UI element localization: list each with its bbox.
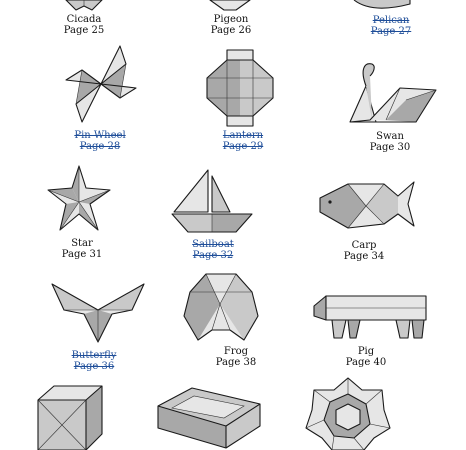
pin-wheel-illustration: [64, 44, 138, 124]
model-page-cicada: Page 25: [63, 25, 105, 36]
caption-cicada: Cicada Page 25: [64, 14, 104, 36]
swan-illustration: [346, 60, 438, 126]
caption-lantern[interactable]: Lantern Page 29: [223, 130, 263, 152]
model-name-pigeon: Pigeon: [213, 14, 249, 25]
model-page-pig: Page 40: [345, 357, 387, 368]
star-illustration: [46, 164, 112, 234]
sailboat-illustration: [170, 168, 254, 234]
model-page-swan: Page 30: [369, 142, 411, 153]
caption-pelican[interactable]: Pelican Page 27: [371, 15, 411, 37]
model-page-pin-wheel[interactable]: Page 28: [79, 141, 121, 152]
model-page-pelican[interactable]: Page 27: [370, 26, 412, 37]
model-page-sailboat[interactable]: Page 32: [192, 250, 234, 261]
cube-illustration: [36, 384, 104, 450]
model-name-butterfly[interactable]: Butterfly: [71, 350, 117, 361]
cicada-illustration: [62, 0, 106, 12]
model-name-lantern[interactable]: Lantern: [222, 130, 264, 141]
model-page-pigeon: Page 26: [210, 25, 252, 36]
pig-illustration: [312, 292, 430, 342]
model-name-cicada: Cicada: [66, 14, 102, 25]
model-name-frog: Frog: [223, 346, 249, 357]
model-name-swan: Swan: [376, 131, 404, 142]
lantern-illustration: [205, 49, 275, 128]
model-name-carp: Carp: [351, 240, 377, 251]
caption-pig: Pig Page 40: [346, 346, 386, 368]
wreath-illustration: [304, 376, 392, 450]
butterfly-illustration: [50, 282, 146, 344]
model-page-butterfly[interactable]: Page 36: [73, 361, 115, 372]
caption-butterfly[interactable]: Butterfly Page 36: [72, 350, 117, 372]
caption-frog: Frog Page 38: [216, 346, 256, 368]
caption-pin-wheel[interactable]: Pin Wheel Page 28: [74, 130, 125, 152]
model-page-frog: Page 38: [215, 357, 257, 368]
model-name-pin-wheel[interactable]: Pin Wheel: [74, 130, 126, 141]
pigeon-illustration: [208, 0, 252, 12]
caption-carp: Carp Page 34: [344, 240, 384, 262]
model-page-lantern[interactable]: Page 29: [222, 141, 264, 152]
model-page-carp: Page 34: [343, 251, 385, 262]
caption-swan: Swan Page 30: [370, 131, 410, 153]
caption-sailboat[interactable]: Sailboat Page 32: [192, 239, 234, 261]
caption-pigeon: Pigeon Page 26: [211, 14, 251, 36]
model-name-pelican[interactable]: Pelican: [372, 15, 410, 26]
model-page-star: Page 31: [61, 249, 103, 260]
frog-illustration: [182, 272, 260, 344]
box-illustration: [156, 386, 262, 450]
model-name-sailboat[interactable]: Sailboat: [192, 239, 234, 250]
model-name-star: Star: [71, 238, 93, 249]
caption-star: Star Page 31: [62, 238, 102, 260]
pelican-illustration: [352, 0, 412, 12]
carp-illustration: [318, 178, 416, 236]
model-name-pig: Pig: [357, 346, 375, 357]
